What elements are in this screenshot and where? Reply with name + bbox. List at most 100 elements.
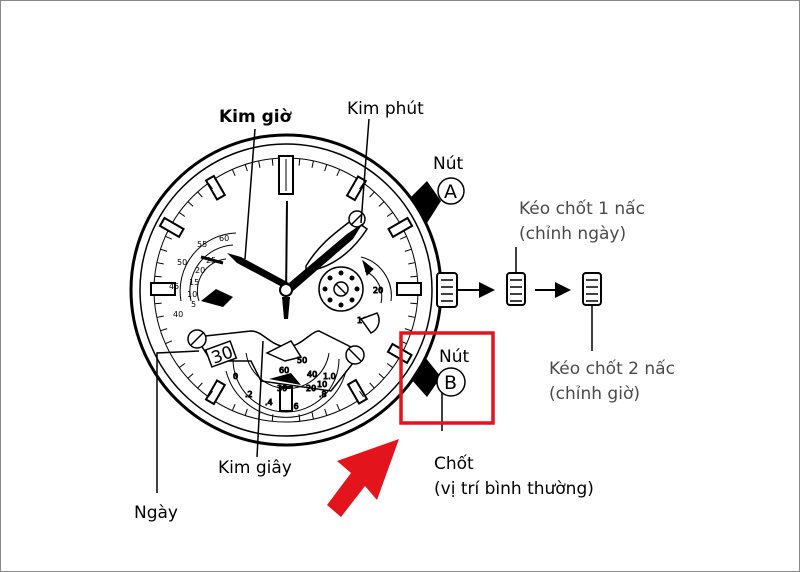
left-subdial-tick-50: 50 bbox=[177, 258, 187, 267]
minute-tick bbox=[298, 158, 301, 166]
minute-tick bbox=[369, 191, 375, 198]
bottom-subdial-tick-10: 10 bbox=[317, 380, 327, 389]
minute-tick bbox=[369, 382, 375, 389]
hour-markers bbox=[150, 155, 422, 412]
minute-tick bbox=[336, 403, 341, 411]
minute-tick bbox=[178, 212, 186, 217]
hour-marker-1 bbox=[345, 175, 368, 202]
watch-bezel bbox=[139, 143, 433, 437]
minute-tick bbox=[324, 164, 328, 172]
crown-normal-line2: (vị trí bình thường) bbox=[434, 479, 594, 499]
minute-tick bbox=[386, 363, 394, 368]
button-b-circle: B bbox=[436, 367, 466, 397]
minute-tick bbox=[231, 403, 236, 411]
minute-tick bbox=[160, 328, 168, 332]
right-subdial-tick-20: 20 bbox=[373, 286, 383, 295]
date-label: Ngày bbox=[134, 503, 178, 523]
hour-marker-6 bbox=[279, 386, 293, 412]
bottom-subdial-tick-04: .4 bbox=[265, 398, 273, 407]
crown-position-2 bbox=[582, 272, 602, 351]
minute-ticks bbox=[154, 158, 418, 422]
pull-2-line2: (chỉnh giờ) bbox=[549, 384, 640, 404]
left-subdial-tick-40: 40 bbox=[173, 310, 183, 319]
minute-tick bbox=[336, 169, 341, 177]
crown-normal bbox=[436, 272, 495, 308]
left-subdial-inner-5: 5 bbox=[191, 300, 196, 309]
button-a-letter: A bbox=[444, 181, 457, 203]
minute-tick bbox=[156, 315, 164, 318]
pull-1-line1: Kéo chốt 1 nấc bbox=[519, 198, 645, 219]
bottom-subdial-tick-60: 60 bbox=[279, 366, 289, 375]
minute-tick bbox=[410, 302, 418, 305]
hour-marker-5 bbox=[346, 378, 369, 405]
hour-hand bbox=[227, 253, 289, 288]
bottom-subdial-tick-30: 30 bbox=[277, 384, 287, 393]
pusher-b bbox=[411, 357, 441, 397]
left-subdial-tick-45: 45 bbox=[169, 282, 179, 291]
minute-tick bbox=[208, 182, 213, 190]
left-subdial-inner-20: 20 bbox=[195, 266, 205, 275]
hour-hand-label: Kim giờ bbox=[219, 107, 293, 127]
second-hand-label: Kim giây bbox=[218, 458, 292, 478]
hour-marker-2 bbox=[387, 216, 414, 239]
minute-tick bbox=[359, 390, 364, 398]
minute-tick bbox=[378, 201, 385, 207]
pull-2-line1: Kéo chốt 2 nấc bbox=[549, 358, 675, 379]
minute-tick bbox=[197, 382, 203, 389]
hour-marker-11 bbox=[204, 174, 227, 201]
minute-tick bbox=[404, 248, 412, 252]
minute-tick bbox=[399, 235, 407, 240]
leader-lines bbox=[156, 118, 443, 493]
minute-tick bbox=[404, 328, 412, 332]
pull-1-line2: (chỉnh ngày) bbox=[519, 224, 626, 244]
minute-tick bbox=[408, 315, 416, 318]
minute-tick bbox=[311, 160, 314, 168]
minute-tick bbox=[178, 363, 186, 368]
second-hand bbox=[285, 200, 288, 300]
minute-tick bbox=[408, 262, 416, 265]
bottom-subdial-tick-06: .6 bbox=[291, 402, 299, 411]
minute-tick bbox=[298, 414, 301, 422]
minute-hand bbox=[289, 223, 363, 291]
left-subdial-tick-60: 60 bbox=[219, 234, 229, 243]
minute-tick bbox=[160, 248, 168, 252]
minute-tick bbox=[311, 412, 314, 420]
minute-tick bbox=[231, 169, 236, 177]
left-subdial-inner-10: 10 bbox=[187, 290, 197, 299]
left-subdial: 60 55 50 45 40 25 20 15 10 5 bbox=[169, 232, 237, 319]
minute-tick bbox=[386, 212, 394, 217]
bottom-subdial-tick-50: 50 bbox=[297, 356, 307, 365]
minute-tick bbox=[156, 262, 164, 265]
bottom-subdial-tick-40: 40 bbox=[307, 370, 317, 379]
minute-tick bbox=[378, 373, 385, 379]
minute-tick bbox=[271, 414, 274, 422]
minute-tick bbox=[165, 235, 173, 240]
left-subdial-tick-55: 55 bbox=[197, 240, 207, 249]
bottom-subdial-tick-20: 20 bbox=[306, 384, 316, 393]
minute-tick bbox=[208, 390, 213, 398]
minute-hand-label: Kim phút bbox=[347, 99, 424, 119]
watch-hands bbox=[227, 200, 363, 319]
hour-marker-3 bbox=[396, 282, 422, 296]
bottom-subdial-tick-02: .2 bbox=[245, 390, 253, 399]
hand-pivot bbox=[279, 283, 293, 297]
bottom-subdial-tick-08: .8 bbox=[319, 390, 327, 399]
button-a-title: Nút bbox=[433, 154, 463, 174]
minute-tick bbox=[187, 373, 194, 379]
minute-tick bbox=[244, 408, 248, 416]
hour-marker-9 bbox=[150, 282, 176, 296]
minute-tick bbox=[244, 164, 248, 172]
minute-tick bbox=[410, 275, 418, 278]
right-subdial: 20 16 bbox=[318, 256, 392, 334]
minute-tick bbox=[197, 191, 203, 198]
minute-tick bbox=[258, 160, 261, 168]
left-subdial-inner-15: 15 bbox=[189, 278, 199, 287]
hour-marker-7 bbox=[204, 379, 227, 406]
bottom-subdial-tick-0: 0 bbox=[233, 372, 238, 381]
minute-tick bbox=[154, 275, 162, 278]
button-b-title: Nút bbox=[439, 347, 469, 367]
button-b-letter: B bbox=[444, 372, 457, 394]
red-arrow-icon bbox=[327, 439, 399, 517]
